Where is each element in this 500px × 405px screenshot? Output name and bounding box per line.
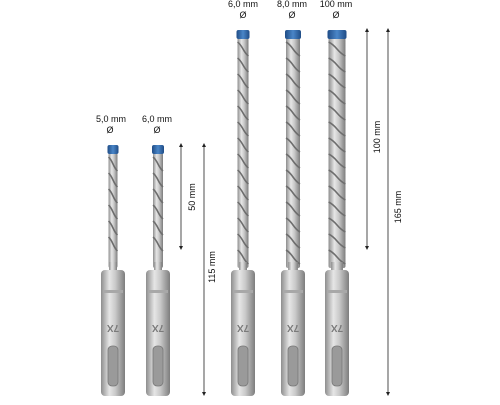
sds-shank [101, 270, 125, 396]
drill-bit-5: 7X [325, 30, 349, 396]
shank-slot [237, 345, 249, 387]
fluted-body [237, 38, 249, 268]
bit-marking: 7X [237, 322, 250, 333]
shank-neck [239, 262, 247, 272]
shank-slot [107, 345, 119, 387]
dimension-lines [179, 28, 390, 396]
carbide-tip [236, 30, 250, 39]
spiral-flute [152, 156, 164, 252]
diameter-symbol: Ø [239, 10, 247, 20]
carbide-tip [285, 30, 301, 39]
sds-shank [325, 270, 349, 396]
spiral-flute [236, 41, 250, 265]
spiral-flute [328, 41, 346, 265]
bit-marking: 7X [152, 322, 165, 333]
drill-bit-3: 7X [231, 30, 255, 396]
short-working-length-label: 50 mm [187, 183, 197, 211]
shank-groove [233, 290, 253, 293]
diameter-symbol: Ø [288, 10, 296, 20]
shank-neck [288, 262, 298, 272]
long-total-length-label: 165 mm [393, 190, 403, 224]
spiral-flute [107, 156, 119, 252]
bit-marking: 7X [107, 322, 120, 333]
shank-slot [331, 345, 343, 387]
shank-groove [283, 290, 303, 293]
shank-groove [103, 290, 123, 293]
carbide-tip [327, 30, 347, 39]
diameter-symbol: Ø [106, 125, 114, 135]
diameter-symbol: Ø [332, 10, 340, 20]
short-total-length-label: 115 mm [207, 251, 217, 283]
shank-slot [152, 345, 164, 387]
shank-groove [148, 290, 168, 293]
shank-neck [154, 262, 162, 272]
bit-marking: 7X [331, 322, 344, 333]
shank-neck [331, 262, 343, 272]
bit-marking: 7X [287, 322, 300, 333]
shank-slot [287, 345, 299, 387]
long-working-length-label: 100 mm [372, 120, 382, 154]
sds-shank [231, 270, 255, 396]
spiral-flute [285, 41, 301, 265]
diameter-symbol: Ø [153, 125, 161, 135]
sds-shank [146, 270, 170, 396]
drill-bit-4: 7X [281, 30, 305, 396]
sds-shank [281, 270, 305, 396]
drill-bit-2: 7X [146, 145, 170, 396]
drill-bit-1: 7X [101, 145, 125, 396]
fluted-body [286, 38, 300, 268]
carbide-tip [152, 145, 164, 154]
shank-groove [327, 290, 347, 293]
shank-neck [109, 262, 117, 272]
fluted-body [328, 38, 346, 268]
carbide-tip [107, 145, 119, 154]
